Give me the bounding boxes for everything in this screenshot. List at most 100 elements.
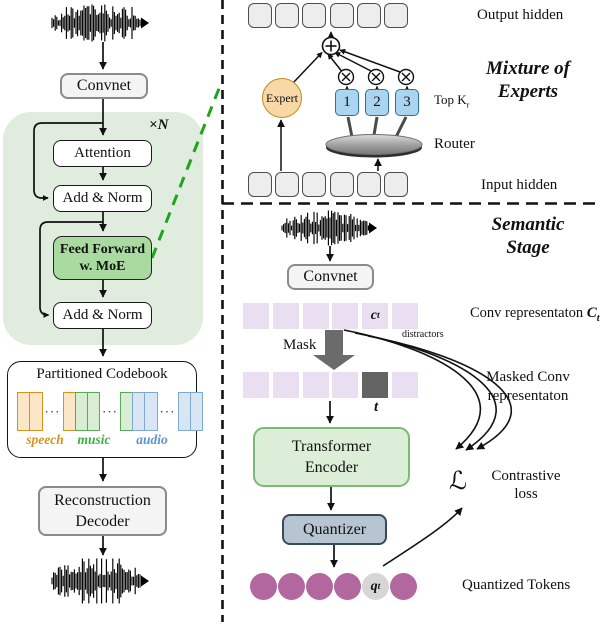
sum-icon bbox=[321, 36, 341, 56]
mask-label: Mask bbox=[283, 337, 317, 353]
waveform-icon bbox=[281, 210, 377, 246]
convnet-box: Convnet bbox=[60, 73, 148, 99]
moe-panel-title: Mixture of Experts bbox=[486, 58, 570, 102]
moe-graphics bbox=[277, 31, 423, 171]
conv-representation-label: Conv representaton Ct bbox=[470, 305, 600, 324]
conv-cell bbox=[243, 372, 269, 398]
gate-icon bbox=[337, 68, 355, 86]
quantized-token bbox=[334, 573, 361, 600]
conv-cell bbox=[391, 372, 418, 398]
add-norm-box-1: Add & Norm bbox=[53, 185, 152, 212]
codebook-cell-speech bbox=[29, 392, 43, 431]
output-hidden-label: Output hidden bbox=[477, 7, 564, 23]
masked-time-label: t bbox=[374, 399, 379, 415]
hidden-cell bbox=[383, 3, 408, 28]
convnet-label: Convnet bbox=[303, 268, 358, 285]
semantic-convnet-box: Convnet bbox=[287, 264, 374, 290]
quantizer-box: Quantizer bbox=[282, 514, 387, 545]
gate-icon bbox=[367, 68, 385, 86]
add-norm-label: Add & Norm bbox=[62, 307, 143, 323]
convnet-label: Convnet bbox=[76, 77, 132, 94]
semantic-input-waveform bbox=[280, 210, 378, 246]
quantized-to-loss-curve bbox=[382, 507, 463, 567]
input-waveform bbox=[50, 4, 150, 42]
waveform-icon bbox=[51, 558, 149, 604]
expert-box-1: 1 bbox=[335, 89, 359, 116]
hidden-cell bbox=[356, 3, 381, 28]
panel-dividers bbox=[221, 0, 602, 622]
contrastive-loss-label: Contrastive loss bbox=[491, 468, 561, 502]
loss-symbol: ℒ bbox=[449, 466, 468, 495]
codebook-title: Partitioned Codebook bbox=[36, 366, 168, 382]
conv-cell bbox=[272, 372, 299, 398]
codebook-ellipsis: ··· bbox=[159, 403, 176, 419]
hidden-cell bbox=[356, 172, 381, 197]
hidden-cell bbox=[329, 172, 354, 197]
input-hidden-row bbox=[248, 172, 408, 197]
router-icon bbox=[325, 116, 423, 158]
input-hidden-label: Input hidden bbox=[481, 177, 558, 193]
expert-to-sum-arrow bbox=[292, 51, 323, 84]
codebook-cells: ··· ··· ··· bbox=[17, 392, 203, 431]
quantized-token bbox=[306, 573, 333, 600]
quantized-tokens-label: Quantized Tokens bbox=[462, 577, 571, 593]
codebook-cell-audio bbox=[189, 392, 203, 431]
distractors-label: distractors bbox=[402, 329, 444, 340]
attention-box: Attention bbox=[53, 140, 152, 167]
left-flow-arrows bbox=[33, 42, 107, 556]
quantized-token bbox=[278, 573, 305, 600]
top-k-label: Top Kr bbox=[434, 92, 470, 110]
mask-arrow-icon bbox=[313, 330, 355, 370]
codebook-group bbox=[17, 392, 43, 431]
conv-cell bbox=[332, 303, 359, 329]
waveform-icon bbox=[51, 4, 149, 42]
conv-cell bbox=[243, 303, 269, 329]
semantic-graphics bbox=[313, 246, 513, 568]
hidden-cell bbox=[383, 172, 408, 197]
conv-cell bbox=[391, 303, 418, 329]
hidden-cell bbox=[248, 3, 272, 28]
semantic-panel-title: Semantic Stage bbox=[491, 214, 565, 258]
music-partition-label: music bbox=[77, 432, 111, 447]
masked-conv-label: Masked Conv representaton bbox=[486, 369, 570, 404]
router-label: Router bbox=[434, 136, 475, 152]
contrastive-curves bbox=[343, 329, 513, 567]
codebook-ellipsis: ··· bbox=[102, 403, 118, 419]
codebook-cell-music bbox=[86, 392, 100, 431]
quantized-token bbox=[250, 573, 277, 600]
add-norm-label: Add & Norm bbox=[62, 190, 143, 206]
quantized-token bbox=[390, 573, 417, 600]
conv-cell bbox=[332, 372, 359, 398]
codebook-group bbox=[177, 392, 203, 431]
add-norm-box-2: Add & Norm bbox=[53, 302, 152, 329]
output-hidden-row bbox=[248, 3, 408, 28]
masked-representation-row bbox=[243, 372, 418, 398]
attention-label: Attention bbox=[74, 145, 131, 161]
conv-cell bbox=[302, 303, 329, 329]
codebook-ellipsis: ··· bbox=[44, 403, 61, 419]
transformer-encoder-box: Transformer Encoder bbox=[253, 427, 410, 487]
hidden-cell bbox=[248, 172, 272, 197]
masked-cell bbox=[362, 372, 389, 398]
hidden-cell bbox=[275, 172, 300, 197]
feed-forward-moe-box: Feed Forward w. MoE bbox=[53, 236, 152, 280]
moe-callout-dashed-line bbox=[150, 85, 222, 259]
residual-skip-2 bbox=[39, 221, 103, 318]
reconstruction-decoder-box: Reconstruction Decoder bbox=[38, 486, 167, 536]
gate-icon bbox=[397, 68, 415, 86]
conv-cell bbox=[302, 372, 329, 398]
output-waveform bbox=[50, 558, 150, 604]
speech-partition-label: speech bbox=[26, 432, 64, 447]
codebook-group bbox=[62, 392, 100, 431]
expert-box-2: 2 bbox=[365, 89, 389, 116]
conv-cell bbox=[272, 303, 299, 329]
expert-circle: Expert bbox=[262, 78, 302, 118]
repeat-n-label: ×N bbox=[149, 117, 169, 133]
gate-icons bbox=[337, 68, 415, 86]
